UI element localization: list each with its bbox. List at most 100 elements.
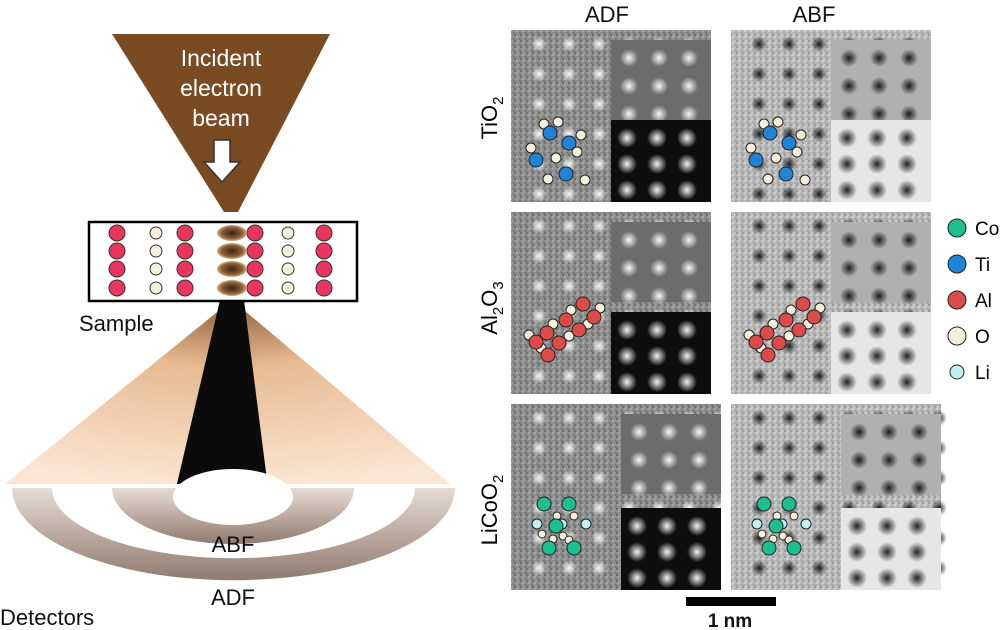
detector-center-hole — [173, 469, 293, 525]
atom-o — [569, 511, 579, 521]
down-arrow-icon — [202, 139, 242, 184]
sample-light-atom — [149, 226, 163, 240]
atom-o — [791, 146, 803, 158]
atom-li — [531, 518, 543, 530]
sample-heavy-atom — [246, 279, 264, 297]
sample-heavy-atom — [315, 260, 333, 278]
micrograph-panel — [731, 404, 947, 590]
micrograph-grid — [511, 30, 947, 590]
column-header-abf: ABF — [793, 2, 836, 27]
atom-o — [550, 152, 562, 164]
atom-o — [552, 116, 564, 128]
atom-co — [541, 540, 557, 556]
atom-ti — [762, 125, 778, 141]
atom-ti — [781, 135, 797, 151]
atom-ti — [558, 166, 574, 182]
sample-atoms — [108, 224, 333, 297]
sample-heavy-atom — [108, 279, 126, 297]
sample-light-atom — [149, 244, 163, 258]
abf-ring-label: ABF — [212, 532, 255, 557]
legend-swatch-al — [947, 290, 967, 310]
sample-label: Sample — [79, 311, 154, 336]
atom-o — [757, 529, 767, 539]
atom-co — [536, 496, 552, 512]
atom-o — [770, 152, 782, 164]
sample-light-atom — [149, 262, 163, 276]
row-label-al2o3: Al2O3 — [477, 281, 507, 334]
atom-al — [795, 296, 811, 312]
sample-heavy-atom — [315, 242, 333, 260]
atom-o — [795, 129, 807, 141]
sample-light-atom — [281, 262, 295, 276]
transmitted-beam — [176, 300, 268, 488]
sample-light-atom — [281, 281, 295, 295]
atom-o — [772, 116, 784, 128]
sample-light-atom — [281, 244, 295, 258]
atom-al — [806, 309, 822, 325]
atom-ti — [561, 135, 577, 151]
detectors-label: Detectors — [0, 605, 94, 630]
scale-bar — [686, 597, 776, 606]
atom-co — [566, 540, 582, 556]
legend-label-ti: Ti — [975, 255, 990, 276]
sample-heavy-atom — [246, 224, 264, 242]
atom-al — [571, 322, 587, 338]
sample-heavy-atom — [108, 242, 126, 260]
sample-heavy-atom — [315, 224, 333, 242]
atom-al — [586, 309, 602, 325]
atom-al — [558, 312, 574, 328]
micrograph-panel — [511, 30, 711, 202]
atom-o — [575, 129, 587, 141]
micrograph-panel — [731, 212, 931, 394]
atom-al — [759, 325, 775, 341]
legend-label-al: Al — [975, 291, 992, 312]
atom-al — [778, 312, 794, 328]
atom-al — [748, 334, 764, 350]
row-label-licoo2: LiCoO2 — [477, 475, 507, 546]
atom-o — [783, 330, 795, 342]
atom-ti — [778, 166, 794, 182]
atom-co — [561, 496, 577, 512]
row-label-tio2: TiO2 — [477, 97, 507, 140]
atom-co — [761, 540, 777, 556]
legend-swatch-li — [949, 364, 965, 380]
sample-heavy-atom — [176, 260, 194, 278]
sample-heavy-atom — [246, 242, 264, 260]
legend-label-o: O — [975, 327, 990, 348]
atom-o — [525, 142, 537, 154]
atom-co — [786, 540, 802, 556]
atom-ti — [542, 125, 558, 141]
beam-label-line-3: beam — [192, 105, 250, 131]
atom-o — [789, 511, 799, 521]
atom-co — [768, 518, 784, 534]
atom-o — [745, 142, 757, 154]
column-header-adf: ADF — [585, 2, 629, 27]
atom-li — [580, 518, 592, 530]
legend-swatch-ti — [947, 254, 967, 274]
incident-beam — [112, 34, 330, 212]
micrograph-panel — [731, 30, 931, 202]
sample-heavy-atom — [176, 279, 194, 297]
sample-heavy-atom — [246, 260, 264, 278]
atom-al — [575, 296, 591, 312]
beam-label-line-1: Incident — [181, 45, 262, 71]
sample-light-atom — [149, 281, 163, 295]
atom-o — [563, 330, 575, 342]
legend-swatch-o — [947, 326, 967, 346]
sample-heavy-atom — [176, 224, 194, 242]
atom-li — [751, 518, 763, 530]
atom-al — [539, 325, 555, 341]
atom-o — [799, 174, 811, 186]
atom-ti — [748, 152, 764, 168]
atom-o — [571, 146, 583, 158]
atom-o — [537, 529, 547, 539]
atom-al — [528, 334, 544, 350]
atom-al — [760, 347, 776, 363]
sample-heavy-atom — [108, 260, 126, 278]
adf-ring-label: ADF — [211, 585, 255, 610]
detector-rings — [0, 469, 460, 581]
atom-co — [781, 496, 797, 512]
atom-ti — [528, 152, 544, 168]
